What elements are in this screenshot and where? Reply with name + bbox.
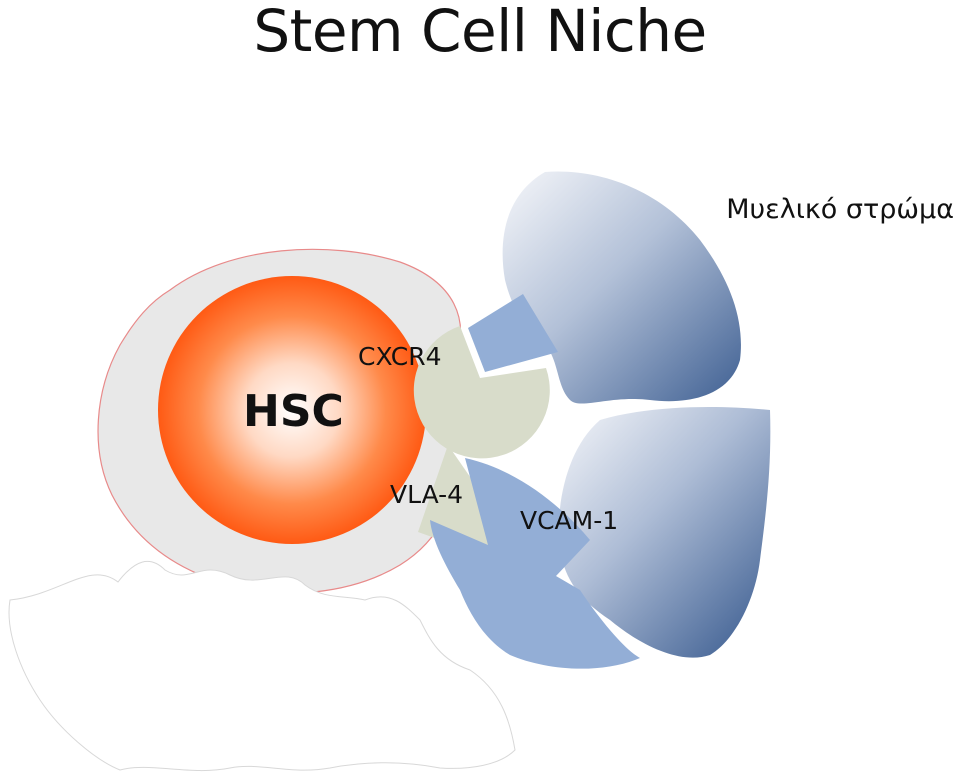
cxcr4-ligand (468, 294, 558, 372)
stroma-cell-lower (558, 407, 771, 658)
stroma-label: Μυελικό στρώμα (726, 194, 954, 225)
vcam1-ligand (430, 458, 640, 669)
cxcr4-label: CXCR4 (358, 342, 442, 371)
cxcr4-receptor (413, 326, 550, 459)
vla4-label: VLA-4 (390, 480, 464, 509)
hsc-cell (158, 276, 426, 544)
white-cell-shape (8, 561, 516, 772)
hsc-label: HSC (243, 386, 344, 437)
stroma-cell-upper (502, 171, 741, 404)
page-title: Stem Cell Niche (253, 0, 707, 65)
vcam1-label: VCAM-1 (520, 506, 619, 535)
